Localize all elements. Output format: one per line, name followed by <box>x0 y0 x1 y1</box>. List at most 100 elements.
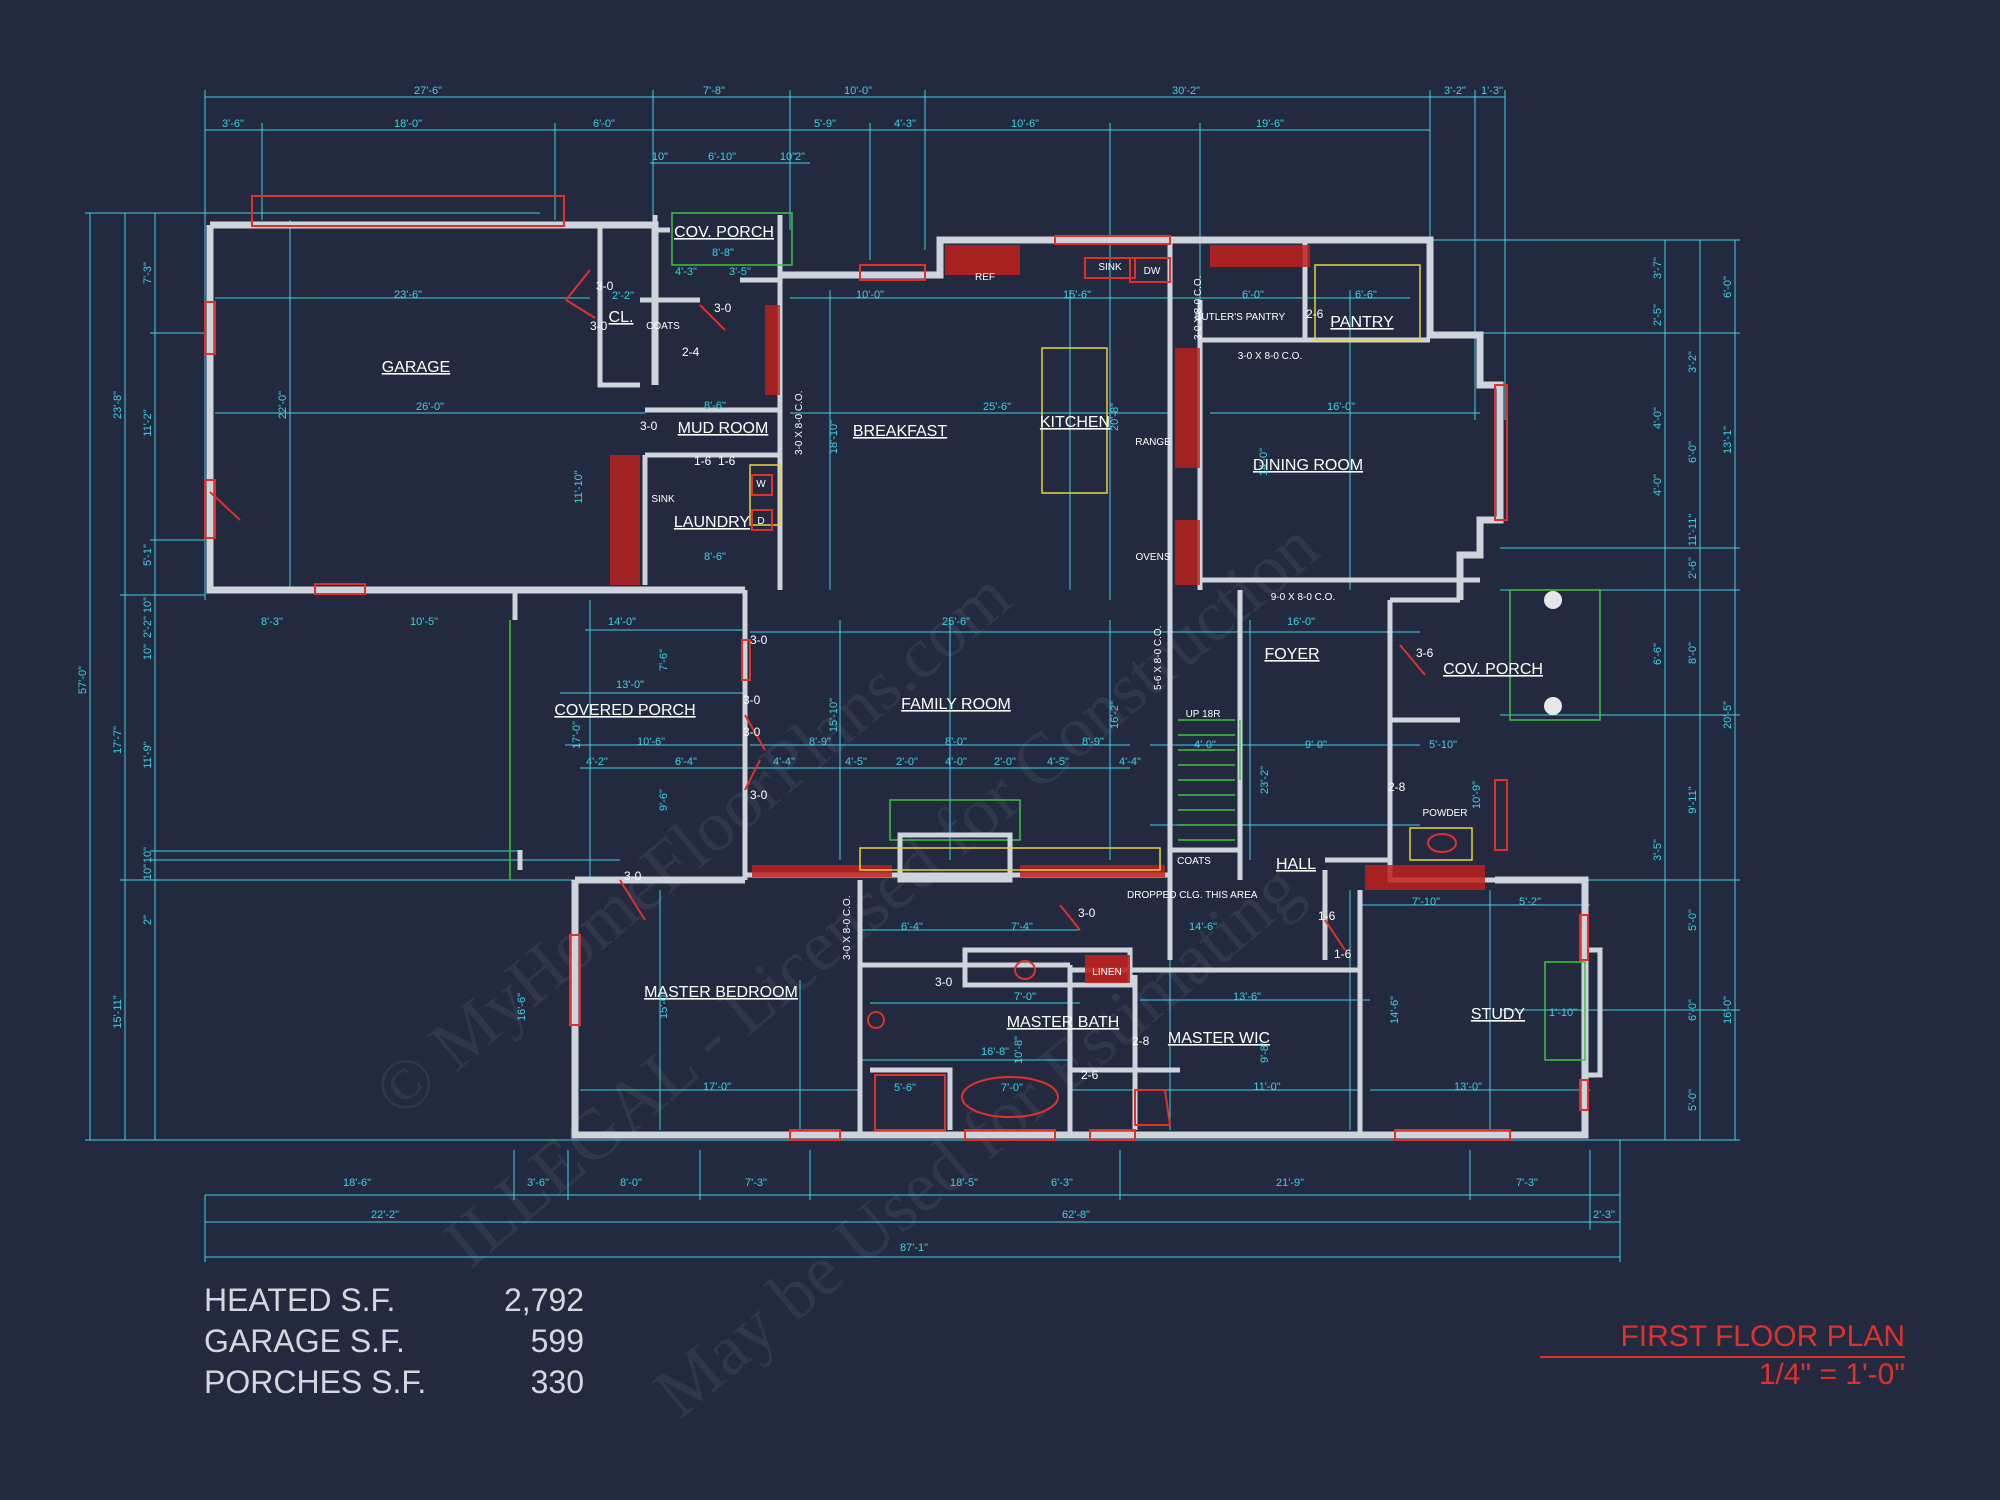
dim-right-mid: 3'-5" <box>1652 839 1664 861</box>
dim-right-mid: 3'-7" <box>1652 257 1664 279</box>
dim-right-mid: 9'-11" <box>1687 786 1699 813</box>
dim-bottom-second: 2'-3" <box>1593 1209 1615 1221</box>
dim-garage-depth: 22'-0" <box>277 391 289 419</box>
dim-right-outer: 16'-0" <box>1722 996 1734 1024</box>
stat-label: HEATED S.F. <box>204 1282 396 1318</box>
dim-cl-b: 3'-5" <box>729 266 751 278</box>
label-ovens: OVENS <box>1135 552 1170 563</box>
dim-left-second: 15'-11" <box>112 995 124 1028</box>
dim-master-wic-h: 9'-8" <box>1259 1041 1271 1063</box>
dim-family-w: 25'-6" <box>942 616 970 628</box>
dim-left-third: 10" <box>142 644 154 660</box>
dim-right-mid: 3'-2" <box>1687 351 1699 373</box>
label-co-butler-horiz: 3-0 X 8-0 C.O. <box>1238 351 1302 362</box>
dim-bottom-first: 3'-6" <box>527 1177 549 1189</box>
dim-right-mid: 8'-0" <box>1687 642 1699 664</box>
dim-bottom-first: 21'-9" <box>1276 1177 1304 1189</box>
label-pantry: PANTRY <box>1330 314 1394 331</box>
dim-porch-w2: 13'-0" <box>616 679 644 691</box>
label-range: RANGE <box>1135 437 1171 448</box>
title-block: FIRST FLOOR PLAN 1/4" = 1'-0" <box>1540 1320 1905 1392</box>
label-dw: DW <box>1144 266 1161 277</box>
dim-right-outer: 13'-1" <box>1722 426 1734 454</box>
dim-linen-w2: 7'-4" <box>1011 921 1033 933</box>
dim-right-mid: 4'-0" <box>1652 407 1664 429</box>
door-tag: 2-6 <box>1306 307 1324 321</box>
door-tag: 2-8 <box>1388 780 1406 794</box>
dim-fam-seg2: 8'-9" <box>1082 736 1104 748</box>
label-master-bedroom: MASTER BEDROOM <box>644 984 798 1001</box>
door-tag: 3-0 <box>596 279 614 293</box>
dim-left-third: 10" <box>142 597 154 613</box>
dim-right-mid: 6'-6" <box>1652 643 1664 665</box>
dim-porch-seg: 10'-5" <box>410 616 438 628</box>
dim-bottom-first: 7'-3" <box>745 1177 767 1189</box>
dim-top-second: 3'-6" <box>222 118 244 130</box>
dim-bottom-first: 18'-5" <box>950 1177 978 1189</box>
dim-porch-h: 17'-0" <box>571 721 583 749</box>
dim-linen-w: 6'-4" <box>901 921 923 933</box>
door-tags: 3-0 3-0 3-0 2-4 3-0 1-6 1-6 3-0 3-0 3-0 … <box>590 279 1434 1082</box>
label-closet: CL. <box>609 309 634 326</box>
dim-kitchen-b: 15'-6" <box>1063 289 1091 301</box>
dim-fam-seg: 4'-2" <box>586 756 608 768</box>
stat-value: 599 <box>530 1323 584 1359</box>
dim-top-third: 10" <box>780 151 796 163</box>
dim-master-bath-w: 16'-8" <box>981 1046 1009 1058</box>
label-co-family: 5-6 X 8-0 C.O. <box>1153 626 1164 690</box>
dim-left-third: 2" <box>142 915 154 925</box>
dim-hall-h: 23'-2" <box>1259 766 1271 794</box>
dim-pantry: 6'-6" <box>1355 289 1377 301</box>
dimension-text: 27'-6" 7'-8" 10'-0" 30'-2" 3'-2" 1'-3" 3… <box>77 85 1734 1254</box>
dim-bottom-first: 6'-3" <box>1051 1177 1073 1189</box>
dim-fam-seg2: 8'-0" <box>945 736 967 748</box>
stat-row-garage: GARAGE S.F. 599 <box>204 1321 584 1362</box>
dim-left-second: 17'-7" <box>112 726 124 754</box>
dim-kitchen-h: 20'-8" <box>1109 403 1121 431</box>
dim-top-overall: 7'-8" <box>703 85 725 97</box>
walls <box>206 215 1603 1139</box>
label-dryer: D <box>757 516 764 527</box>
dim-hall-w: 9'-0" <box>1305 739 1327 751</box>
dim-powder-h: 10'-9" <box>1471 781 1483 809</box>
dim-master-wic-w2: 11'-0" <box>1253 1081 1280 1093</box>
dim-right-mid: 5'-0" <box>1687 1089 1699 1111</box>
label-breakfast: BREAKFAST <box>853 423 947 440</box>
label-laundry: LAUNDRY <box>674 514 751 531</box>
label-ref: REF <box>975 272 995 283</box>
dim-left-third: 11'-2" <box>142 409 154 436</box>
label-master-bath: MASTER BATH <box>1007 1014 1120 1031</box>
label-covered-porch: COVERED PORCH <box>554 702 695 719</box>
dim-fam-seg: 4'-0" <box>945 756 967 768</box>
door-tag: 3-0 <box>743 725 761 739</box>
dim-study-h: 14'-6" <box>1389 996 1401 1024</box>
dim-mud: 8'-6" <box>704 400 726 412</box>
label-laundry-sink: SINK <box>651 494 675 505</box>
dim-top-overall: 30'-2" <box>1172 85 1200 97</box>
label-kitchen: KITCHEN <box>1040 414 1110 431</box>
dim-family-h2: 16'-2" <box>1109 701 1121 729</box>
dim-wic-hall: 14'-6" <box>1189 921 1217 933</box>
dim-fam-seg: 4'-4" <box>1119 756 1141 768</box>
dim-right-mid: 2'-5" <box>1652 304 1664 326</box>
dim-top-overall: 27'-6" <box>414 85 442 97</box>
dim-porch-seg: 8'-3" <box>261 616 283 628</box>
label-co-kitchen: 3-0 X 8-0 C.O. <box>794 391 805 455</box>
dim-cl-c: 2'-2" <box>612 290 634 302</box>
stat-value: 2,792 <box>504 1282 585 1318</box>
label-mud-room: MUD ROOM <box>678 420 769 437</box>
label-dropped-clg: DROPPED CLG. THIS AREA <box>1127 890 1258 901</box>
label-co-master: 3-0 X 8-0 C.O. <box>842 896 853 960</box>
dim-foyer-w: 16'-0" <box>1287 616 1315 628</box>
dim-left-overall: 57'-0" <box>77 666 89 694</box>
label-kitchen-sink: SINK <box>1098 262 1122 273</box>
dim-top-second: 4'-3" <box>894 118 916 130</box>
label-dining-room: DINING ROOM <box>1253 457 1363 474</box>
door-tag: 3-0 <box>743 693 761 707</box>
dim-top-overall: 10'-0" <box>844 85 872 97</box>
dim-porch-h2: 7'-6" <box>658 649 670 671</box>
door-tag: 1-6 <box>694 454 712 468</box>
dim-cl-a: 4'-3" <box>675 266 697 278</box>
dim-porch-h3: 9'-6" <box>658 789 670 811</box>
